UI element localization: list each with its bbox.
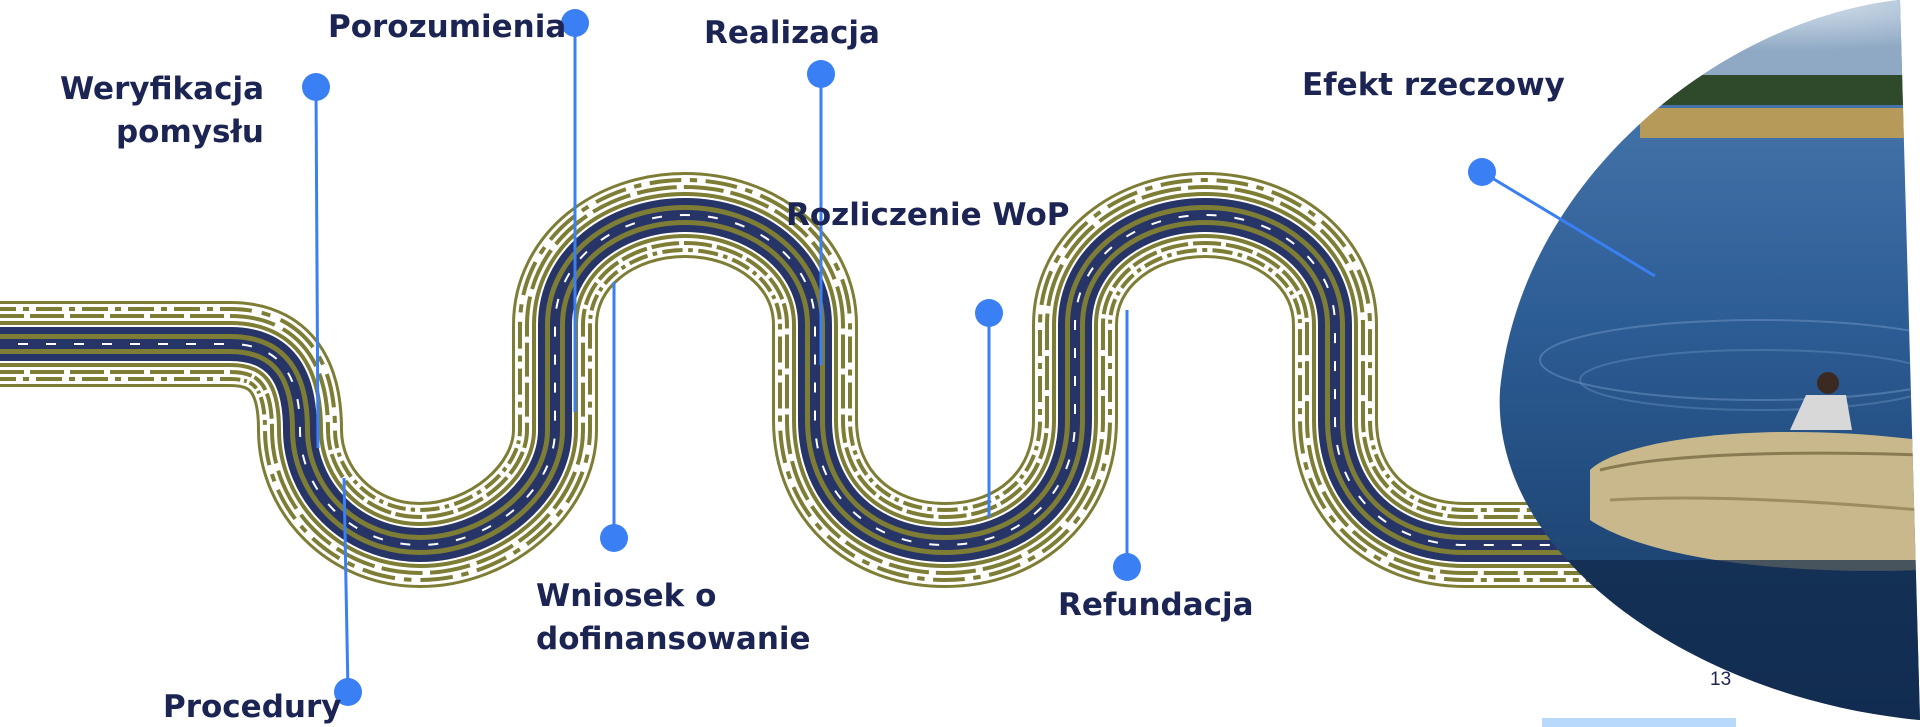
pin-rozliczenie-dot <box>975 299 1003 327</box>
step-label-weryfikacja: Weryfikacja pomysłu <box>58 68 264 155</box>
pin-weryfikacja-stem <box>316 87 318 448</box>
pin-efekt-dot <box>1468 158 1496 186</box>
pin-realizacja-dot <box>807 60 835 88</box>
step-label-efekt-rzeczowy: Efekt rzeczowy <box>1302 64 1565 107</box>
winding-road <box>0 215 1600 545</box>
pin-wniosek <box>600 282 628 552</box>
lake-photo <box>1480 0 1920 727</box>
step-label-porozumienia: Porozumienia <box>328 6 566 49</box>
pin-refundacja-dot <box>1113 553 1141 581</box>
step-label-realizacja: Realizacja <box>704 12 880 55</box>
step-label-rozliczenie-wop: Rozliczenie WoP <box>786 194 1070 237</box>
pin-wniosek-dot <box>600 524 628 552</box>
step-label-refundacja: Refundacja <box>1058 584 1254 627</box>
pin-weryfikacja-dot <box>302 73 330 101</box>
footer-accent-bar <box>1542 718 1736 727</box>
step-label-wniosek: Wniosek o dofinansowanie <box>536 575 811 662</box>
pin-markers <box>302 9 1655 706</box>
step-label-procedury: Procedury <box>163 686 341 727</box>
page-number: 13 <box>1710 669 1731 691</box>
pin-rozliczenie <box>975 299 1003 517</box>
